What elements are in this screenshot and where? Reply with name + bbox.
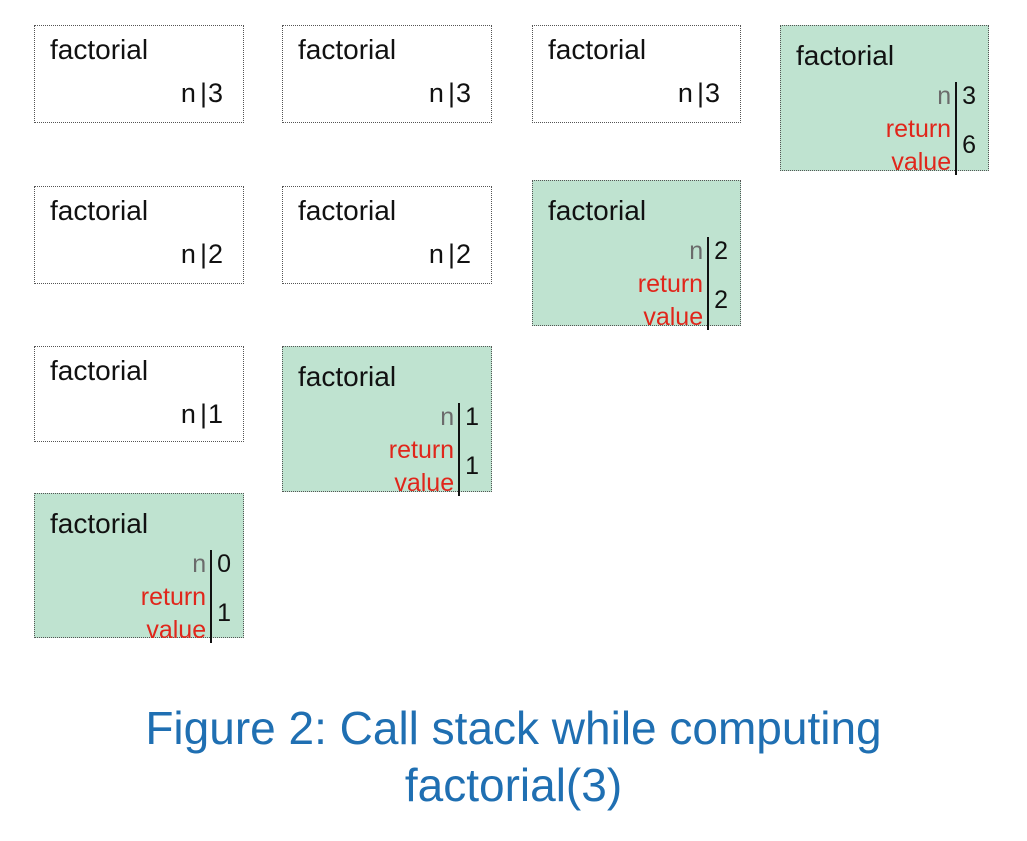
return-value: 2 (714, 286, 728, 314)
return-value: 6 (962, 131, 976, 159)
return-label: return (388, 436, 455, 464)
frame-var-n-value: 3 (704, 78, 720, 108)
var-label-n: n (192, 550, 207, 578)
var-n-value: 0 (217, 550, 231, 578)
frame-var-table: n return value 3 6 (886, 80, 976, 179)
frame-title: factorial (298, 34, 397, 65)
caption-line-2: factorial(3) (404, 759, 623, 811)
frame-var-table: n return value 2 2 (638, 235, 728, 334)
var-n-value: 2 (714, 237, 728, 265)
stack-frame-col3-row2-active: factorial n return value 2 2 (532, 180, 741, 331)
frame-title: factorial (548, 34, 647, 65)
return-label: return (140, 583, 207, 611)
frame-title: factorial (50, 34, 149, 65)
stack-frame-col2-row3-active: factorial n return value 1 1 (282, 346, 492, 497)
frame-title: factorial (50, 508, 149, 539)
stack-frame-col1-row2: factorial n|2 (34, 186, 244, 284)
stack-frame-col2-row1: factorial n|3 (282, 25, 492, 123)
stack-frame-col2-row2: factorial n|2 (282, 186, 492, 284)
return-label-value: value (146, 616, 207, 644)
frame-var-n-value: 3 (455, 78, 471, 108)
frame-var-n: n|3 (180, 78, 223, 108)
frame-var-n: n|2 (180, 239, 223, 269)
return-label-value: value (394, 469, 455, 497)
var-label-n: n (689, 237, 704, 265)
figure-caption: Figure 2: Call stack while computing fac… (0, 700, 1027, 814)
frame-var-n-value: 1 (207, 399, 223, 429)
frame-title: factorial (50, 355, 149, 386)
stack-frame-col1-row3: factorial n|1 (34, 346, 244, 442)
frame-title: factorial (548, 195, 647, 226)
var-label-n: n (937, 82, 952, 110)
var-divider (458, 403, 461, 496)
frame-title: factorial (796, 40, 895, 71)
var-label-n: n (440, 403, 455, 431)
frame-var-n: n|2 (428, 239, 471, 269)
frame-var-table: n return value 0 1 (141, 548, 231, 647)
return-value: 1 (217, 599, 231, 627)
return-label-value: value (643, 303, 704, 331)
stack-frame-col3-row1: factorial n|3 (532, 25, 741, 123)
frame-var-n: n|3 (677, 78, 720, 108)
stack-frame-col4-row1-active: factorial n return value 3 6 (780, 25, 989, 176)
var-divider (210, 550, 213, 643)
frame-var-n-value: 3 (207, 78, 223, 108)
var-divider (707, 237, 710, 330)
return-value: 1 (465, 452, 479, 480)
stack-frame-col1-row4-active: factorial n return value 0 1 (34, 493, 244, 644)
frame-title: factorial (298, 195, 397, 226)
var-n-value: 1 (465, 403, 479, 431)
frame-var-n-value: 2 (455, 239, 471, 269)
return-label: return (885, 115, 952, 143)
var-n-value: 3 (962, 82, 976, 110)
frame-var-n: n|1 (180, 399, 223, 429)
frame-title: factorial (50, 195, 149, 226)
frame-title: factorial (298, 361, 397, 392)
var-divider (955, 82, 958, 175)
return-label: return (637, 270, 704, 298)
stack-frame-col1-row1: factorial n|3 (34, 25, 244, 123)
frame-var-n: n|3 (428, 78, 471, 108)
caption-line-1: Figure 2: Call stack while computing (145, 702, 882, 754)
return-label-value: value (891, 148, 952, 176)
frame-var-table: n return value 1 1 (389, 401, 479, 500)
frame-var-n-value: 2 (207, 239, 223, 269)
